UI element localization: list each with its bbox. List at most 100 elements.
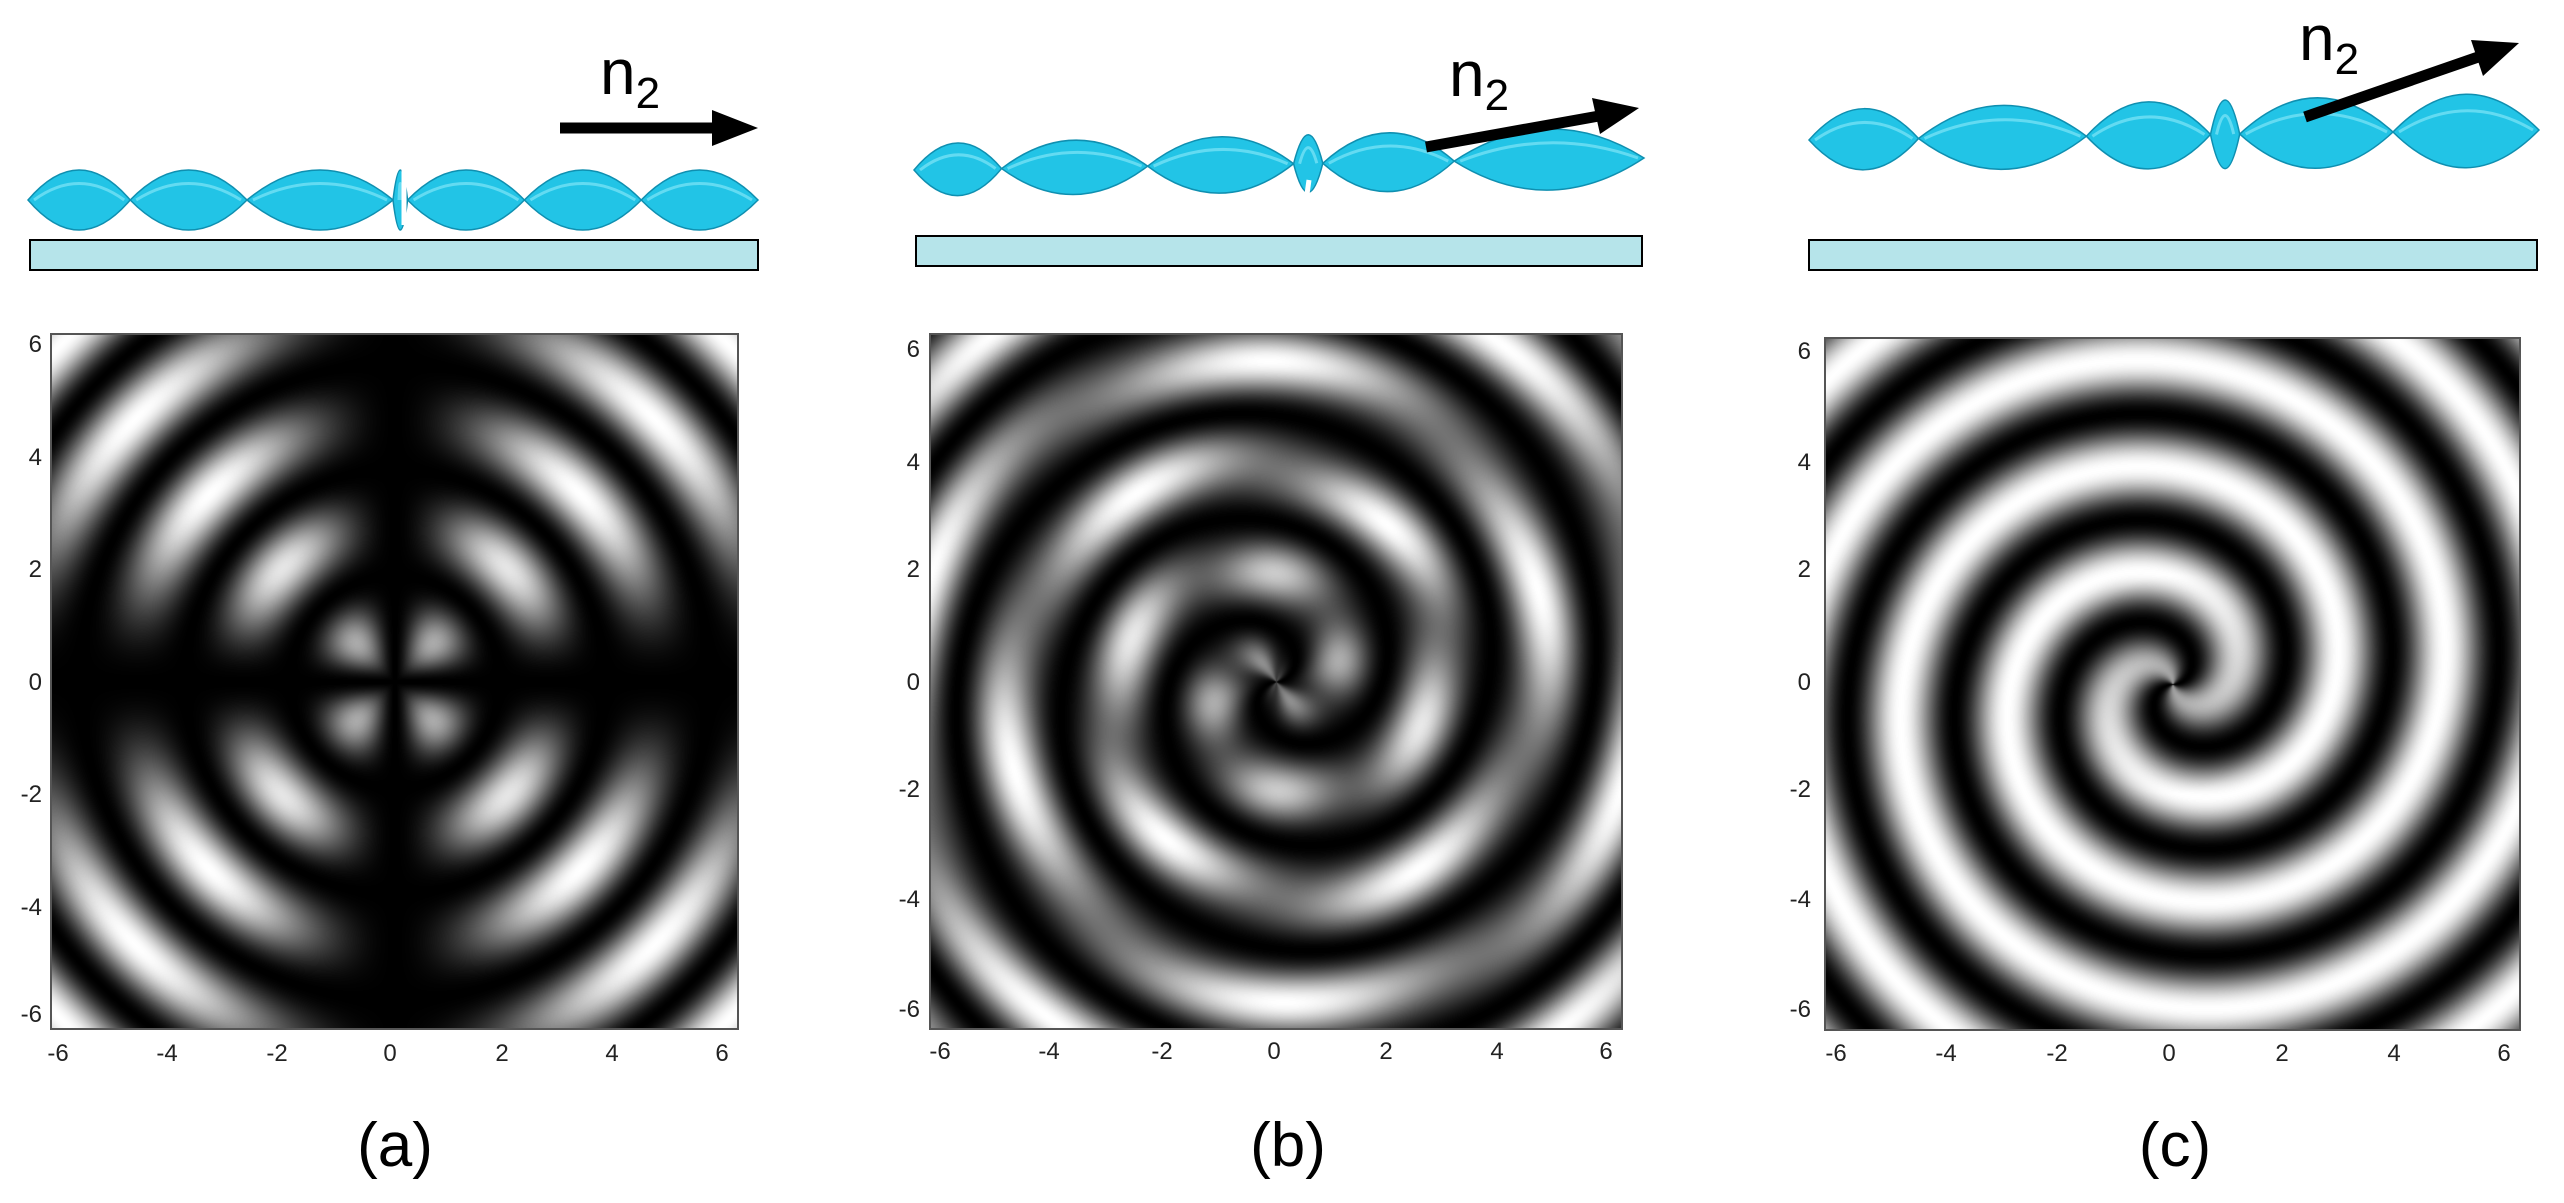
x-tick: -2 xyxy=(1151,1038,1173,1065)
helix-lobe xyxy=(245,169,395,231)
x-tick: 0 xyxy=(1267,1038,1281,1065)
helix-illustration-a xyxy=(27,110,760,271)
x-tick: -2 xyxy=(2046,1040,2068,1067)
y-tick: -2 xyxy=(1789,776,1811,803)
x-tick: 4 xyxy=(2387,1040,2401,1067)
helix-lobe xyxy=(913,142,1003,197)
helix-highlight xyxy=(33,182,126,202)
pattern-canvas-b xyxy=(931,335,1621,1028)
y-tick: -4 xyxy=(20,894,42,921)
panel-b: n2 6 4 2 0 -2 -4 -6 -6 -4 -2 0 2 4 6 (b) xyxy=(854,0,1709,1203)
interference-pattern-a xyxy=(50,333,739,1030)
panel-caption: (b) xyxy=(1250,1111,1326,1180)
x-tick: 4 xyxy=(1490,1038,1504,1065)
helix-illustration-c xyxy=(1807,40,2541,271)
y-tick: 0 xyxy=(906,669,920,696)
twisted-ribbon xyxy=(27,165,760,231)
helix-highlight xyxy=(1459,141,1639,163)
panel-c: n2 6 4 2 0 -2 -4 -6 -6 -4 -2 0 2 4 6 (c) xyxy=(1709,0,2564,1203)
helix-lobe xyxy=(1000,139,1149,196)
y-tick: -6 xyxy=(20,1001,42,1028)
x-tick: 6 xyxy=(1599,1038,1613,1065)
helix-highlight xyxy=(919,153,997,172)
pattern-canvas-a xyxy=(52,335,737,1028)
helix-highlight xyxy=(529,182,636,202)
x-tick: -6 xyxy=(929,1038,951,1065)
helix-lobe xyxy=(2209,99,2241,170)
helix-highlight xyxy=(1006,150,1143,170)
y-tick: 0 xyxy=(28,669,42,696)
x-tick: 2 xyxy=(1379,1038,1393,1065)
y-tick: -2 xyxy=(898,776,920,803)
defect-mark xyxy=(2146,181,2160,237)
helix-lobe xyxy=(2085,101,2212,170)
panel-a: n2 6 4 2 0 -2 -4 -6 -6 -4 -2 0 2 4 6 (a) xyxy=(0,0,854,1203)
x-tick: 4 xyxy=(605,1040,619,1067)
helix-lobe xyxy=(27,169,132,231)
y-tick: 4 xyxy=(1797,449,1811,476)
substrate-plate xyxy=(1808,239,2538,271)
helix-highlight xyxy=(412,182,520,202)
twisted-ribbon xyxy=(1807,93,2541,237)
x-tick: -6 xyxy=(47,1040,69,1067)
y-tick: 6 xyxy=(28,331,42,358)
y-tick: 0 xyxy=(1797,669,1811,696)
director-label-n2: n2 xyxy=(1449,38,1510,120)
y-tick: 2 xyxy=(28,556,42,583)
helix-highlight xyxy=(397,182,404,201)
helix-highlight xyxy=(1152,147,1289,168)
director-label-n2: n2 xyxy=(2299,2,2360,84)
x-tick: 0 xyxy=(2162,1040,2176,1067)
x-tick: -6 xyxy=(1825,1040,1847,1067)
helix-highlight xyxy=(2215,113,2236,135)
y-tick: -6 xyxy=(1789,996,1811,1023)
y-tick: 4 xyxy=(28,444,42,471)
helix-highlight xyxy=(1923,118,2081,140)
substrate-plate xyxy=(29,239,759,271)
interference-pattern-b xyxy=(929,333,1623,1030)
x-tick: -4 xyxy=(1935,1040,1957,1067)
x-tick: 2 xyxy=(495,1040,509,1067)
panel-caption: (a) xyxy=(357,1111,433,1180)
y-tick: 6 xyxy=(1797,338,1811,365)
y-tick: -4 xyxy=(898,886,920,913)
helix-highlight xyxy=(1328,144,1449,165)
x-tick: -4 xyxy=(1038,1038,1060,1065)
substrate-plate xyxy=(915,235,1643,267)
pattern-canvas-c xyxy=(1826,339,2519,1029)
y-tick: 2 xyxy=(906,556,920,583)
helix-highlight xyxy=(1814,121,1914,142)
y-tick: -4 xyxy=(1789,886,1811,913)
helix-lobe xyxy=(640,169,760,231)
y-tick: 6 xyxy=(906,336,920,363)
helix-lobe xyxy=(1146,136,1295,194)
director-arrow xyxy=(1425,98,1639,153)
helix-highlight xyxy=(135,182,242,202)
defect-mark xyxy=(1299,179,1312,231)
x-tick: 0 xyxy=(383,1040,397,1067)
y-tick: 2 xyxy=(1797,556,1811,583)
x-tick: 6 xyxy=(715,1040,729,1067)
helix-lobe xyxy=(406,169,526,231)
helix-highlight xyxy=(2398,109,2534,134)
helix-highlight xyxy=(252,182,388,202)
x-tick: 2 xyxy=(2275,1040,2289,1067)
y-tick: -6 xyxy=(898,996,920,1023)
helix-lobe xyxy=(1807,108,1920,171)
helix-lobe xyxy=(129,169,249,231)
helix-highlight xyxy=(1298,146,1319,165)
helix-highlight xyxy=(2091,115,2206,138)
y-tick: -2 xyxy=(20,781,42,808)
director-label-n2: n2 xyxy=(600,36,661,118)
helix-highlight xyxy=(646,182,753,202)
twisted-ribbon xyxy=(913,128,1646,231)
interference-pattern-c xyxy=(1824,337,2521,1031)
x-tick: 6 xyxy=(2497,1040,2511,1067)
director-arrow xyxy=(560,110,758,146)
helix-lobe xyxy=(1917,104,2088,171)
panel-caption: (c) xyxy=(2138,1111,2212,1180)
helix-illustration-b xyxy=(913,98,1646,267)
y-tick: 4 xyxy=(906,449,920,476)
helix-lobe xyxy=(523,169,643,231)
x-tick: -4 xyxy=(156,1040,178,1067)
